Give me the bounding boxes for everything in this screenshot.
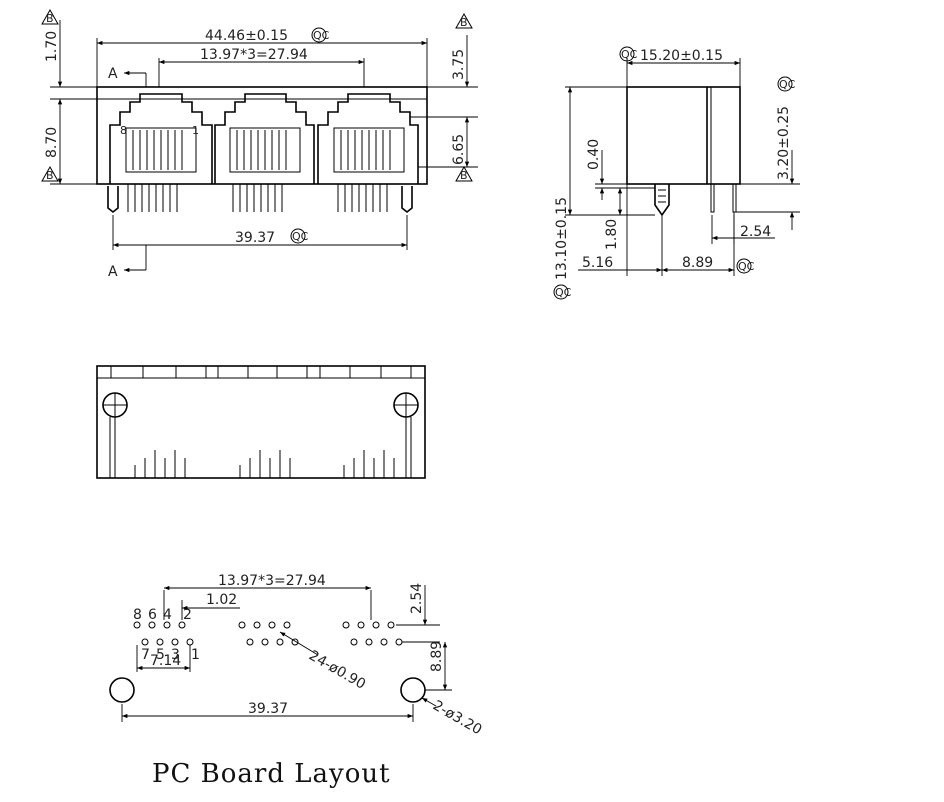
pcb-layout: 8 6 4 2 7 5 3 1 13.97*3=27.94 1.02 2.54 … [109,573,485,789]
pcb-layout-title: PC Board Layout [152,759,391,789]
qc-symbol-1: QC [311,27,330,43]
pcb-group-span-dim: 7.14 [150,653,181,669]
standoff-dim: 1.80 [604,219,620,250]
side-view: 15.20±0.15 QC 3.20±0.25 QC 13.10±0.15 QC… [553,46,800,300]
side-body-outline [626,86,741,185]
port-pitch-dim: 13.97*3=27.94 [200,47,308,63]
svg-text:QC: QC [738,260,755,273]
dim-3-75: 3.75 [451,49,467,80]
bottom-view [96,365,426,479]
section-a-bottom: A [108,264,118,280]
svg-text:QC: QC [779,78,796,91]
front-body-outline [96,86,428,185]
svg-text:QC: QC [621,48,638,61]
svg-text:QC: QC [292,230,309,243]
qc-symbol-3: QC [619,46,638,62]
pin-8-label: 8 [120,124,127,137]
gap-dim: 0.40 [586,139,602,170]
port-1 [109,93,213,184]
total-height-dim: 13.10±0.15 [554,197,570,280]
svg-text:B: B [460,169,468,182]
body-depth-dim: 15.20±0.15 [640,48,723,64]
row-offset-dim: 8.89 [682,255,713,271]
side-pin-1 [710,183,715,213]
front-pins [127,184,388,212]
post-height-dim: 3.20±0.25 [776,106,792,180]
svg-text:B: B [46,169,54,182]
qc-symbol-6: QC [736,258,755,274]
dim-6-65: 6.65 [451,134,467,165]
bottom-body-outline [96,365,426,479]
datum-b-right-bottom: B [455,165,473,182]
front-offset-dim: 5.16 [582,255,613,271]
peg-span-dim: 39.37 [235,230,275,246]
svg-text:B: B [46,12,54,25]
top-pin-labels: 8 6 4 2 [133,607,192,623]
svg-text:B: B [460,16,468,29]
svg-text:7: 7 [141,647,150,663]
pcb-row-spacing-dim: 2.54 [409,583,425,614]
svg-text:4: 4 [163,607,172,623]
svg-text:1: 1 [191,647,200,663]
qc-symbol-4: QC [777,76,796,92]
pcb-peg-span-dim: 39.37 [248,701,288,717]
hole-callout: 24-ø0.90 [306,648,368,693]
pin-1-label: 1 [192,124,199,137]
section-a-top: A [108,66,118,82]
svg-text:2: 2 [183,607,192,623]
svg-text:QC: QC [313,29,330,42]
peg-callout: 2-ø3.20 [430,698,485,739]
front-view: 8 1 44.46±0.15 QC 13.97*3=27.94 A A 39.3… [41,8,478,280]
bottom-pins [134,450,395,478]
hole-group-2 [238,621,299,646]
port-3 [317,93,419,184]
pcb-port-pitch-dim: 13.97*3=27.94 [218,573,326,589]
pcb-offset-dim: 1.02 [206,592,237,608]
qc-symbol-5: QC [553,284,572,300]
side-peg [654,184,670,217]
datum-b-right-top: B [455,12,473,29]
right-peg [401,186,413,214]
port-2 [214,93,315,184]
pcb-row-depth-dim: 8.89 [429,641,445,672]
svg-text:8: 8 [133,607,142,623]
svg-text:3: 3 [171,647,180,663]
svg-text:6: 6 [148,607,157,623]
dim-8-70: 8.70 [44,127,60,158]
left-peg [107,186,119,214]
bottom-pin-labels: 7 5 3 1 [141,647,200,663]
hole-group-1 [133,621,194,646]
qc-symbol-2: QC [290,228,309,244]
overall-width-dim: 44.46±0.15 [205,28,288,44]
hole-group-3 [342,621,403,646]
side-pin-2 [732,183,737,213]
pcb-right-peg-hole [400,677,426,703]
datum-b-left-bottom: B [41,165,59,182]
datum-b-left-top: B [41,8,59,25]
svg-text:QC: QC [555,286,572,299]
dim-1-70: 1.70 [44,31,60,62]
pcb-left-peg-hole [109,677,135,703]
svg-text:5: 5 [156,647,165,663]
pin-spacing-dim: 2.54 [740,224,771,240]
